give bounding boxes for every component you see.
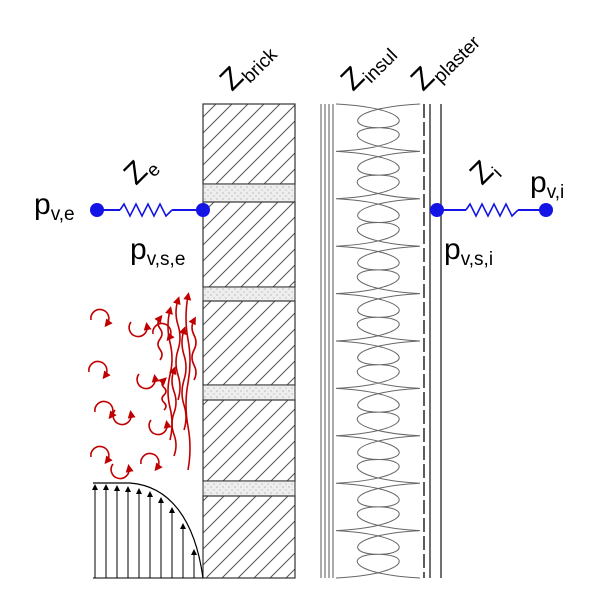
label-z-plaster: Zplaster [405, 20, 486, 101]
label-p-vi-main: p [530, 166, 547, 199]
brick-wall [202, 103, 296, 579]
svg-text:Zinsul: Zinsul [335, 33, 402, 100]
velocity-profile [92, 482, 204, 579]
curved-arrow-icon [152, 322, 175, 342]
svg-text:Zbrick: Zbrick [214, 32, 283, 101]
label-p-vsi-main: p [444, 233, 461, 266]
label-z-i: Zi [464, 152, 507, 195]
node-p-vse-icon [196, 203, 210, 217]
curved-arrow-icon [88, 360, 111, 380]
mortar-joint-2 [202, 286, 296, 302]
mortar-joint-1 [202, 183, 296, 203]
curved-arrow-icon [90, 445, 113, 465]
curved-arrow-icon [112, 409, 136, 426]
curved-arrow-icon [110, 463, 134, 480]
label-p-vsi: pv,s,i [444, 233, 493, 270]
label-p-ve: pv,e [34, 188, 75, 225]
curved-arrow-icon [94, 400, 117, 420]
wavy-up-arrow-icon [168, 366, 177, 457]
insulation-loop-pattern [335, 103, 421, 579]
wavy-up-arrow-icon [172, 296, 181, 401]
label-p-vse-main: p [130, 233, 147, 266]
velocity-arrows [92, 484, 197, 578]
label-p-vse-sub: v,s,e [147, 249, 186, 270]
label-z-brick: Zbrick [214, 32, 283, 101]
turbulent-flow-arrows [88, 292, 197, 480]
wavy-up-arrow-icon [178, 326, 187, 431]
insulation-loops [335, 103, 421, 579]
label-z-e: Ze [118, 147, 165, 194]
svg-text:Zi: Zi [464, 152, 507, 195]
curved-arrow-icon [136, 373, 160, 390]
wavy-up-arrow-icon [158, 377, 167, 411]
brick-course-3 [202, 300, 296, 386]
resistor-z-i-icon [465, 202, 519, 218]
brick-course-2 [202, 201, 296, 288]
label-p-vse: pv,s,e [130, 233, 185, 270]
exterior-resistance-network [90, 202, 210, 218]
mortar-joint-4 [202, 480, 296, 497]
label-p-vsi-sub: v,s,i [461, 249, 493, 270]
brick-course-1 [202, 103, 296, 185]
interior-resistance-network [430, 202, 553, 218]
node-p-vsi-icon [430, 203, 444, 217]
wavy-up-arrow-icon [154, 314, 163, 361]
label-p-ve-sub: v,e [51, 204, 75, 225]
node-p-ve-icon [90, 203, 104, 217]
label-z-plaster-sub: plaster [430, 32, 486, 88]
brick-course-5 [202, 495, 296, 579]
label-p-vi: pv,i [530, 166, 564, 203]
curved-arrow-icon [148, 419, 172, 436]
curved-arrow-icon [90, 308, 113, 328]
plaster-layer [423, 104, 442, 578]
svg-text:Ze: Ze [118, 147, 165, 194]
insulation-layer [320, 103, 421, 579]
velocity-profile-curve [93, 482, 204, 579]
svg-text:Zplaster: Zplaster [405, 20, 486, 101]
resistor-z-e-icon [119, 202, 173, 218]
brick-course-4 [202, 399, 296, 482]
mortar-joint-3 [202, 384, 296, 401]
label-p-ve-main: p [34, 188, 51, 221]
label-p-vi-sub: v,i [547, 182, 565, 203]
label-z-insul: Zinsul [335, 33, 402, 100]
node-p-vi-icon [539, 203, 553, 217]
wavy-up-arrow-icon [188, 316, 197, 381]
curved-arrow-icon [128, 321, 152, 338]
wavy-up-arrow-icon [183, 292, 192, 471]
curved-arrow-icon [140, 452, 163, 472]
